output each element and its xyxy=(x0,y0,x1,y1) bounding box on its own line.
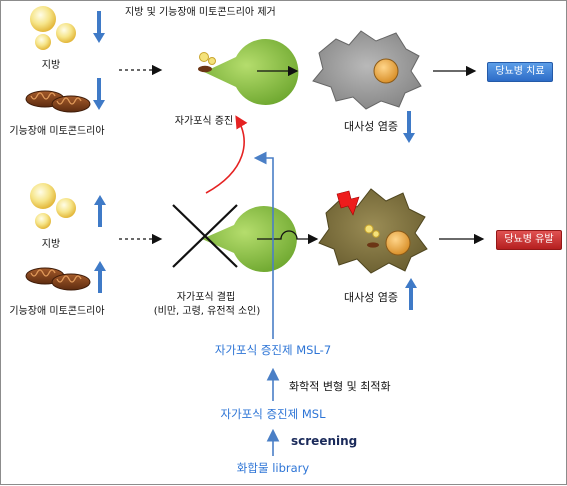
top-autophagy-pacman-icon xyxy=(198,39,299,105)
top-autophagy-label: 자가포식 증진 xyxy=(174,116,234,127)
top-removal-note: 지방 및 기능장애 미토콘드리아 제거 xyxy=(125,7,276,18)
bottom-mito-label: 기능장애 미토콘드리아 xyxy=(9,306,105,317)
msl-label: 자가포식 증진제 MSL xyxy=(220,407,326,421)
optimization-label: 화학적 변형 및 최적화 xyxy=(289,380,391,393)
top-decrease-arrow-2 xyxy=(93,78,105,110)
disease-badge: 당뇨병 유발 xyxy=(496,230,562,250)
top-decrease-arrow-1 xyxy=(93,11,105,43)
top-cell-icon xyxy=(312,30,422,110)
bottom-mitochondria-icon xyxy=(25,267,91,291)
bottom-autophagy-causes: (비만, 고령, 유전적 소인) xyxy=(153,306,261,317)
bottom-arrow-to-cell xyxy=(257,230,319,245)
msl7-label: 자가포식 증진제 MSL-7 xyxy=(214,343,332,357)
lightning-bolt-icon xyxy=(336,190,360,216)
bottom-cell-icon xyxy=(318,188,428,274)
top-mitochondria-icon xyxy=(25,90,91,113)
msl7-feedback-line xyxy=(253,151,274,339)
screening-label: screening xyxy=(291,434,358,448)
red-curve-arrow xyxy=(205,115,248,194)
inflammation-increase-arrow xyxy=(405,278,417,310)
compound-library-label: 화합물 library xyxy=(236,461,310,475)
bottom-fat-label: 지방 xyxy=(41,239,61,250)
top-fat-droplets-icon xyxy=(30,6,76,50)
bottom-inflammation-label: 대사성 염증 xyxy=(343,291,399,304)
top-mito-label: 기능장애 미토콘드리아 xyxy=(9,126,105,137)
top-fat-label: 지방 xyxy=(41,60,61,71)
bottom-increase-arrow-1 xyxy=(94,195,106,227)
bottom-fat-droplets-icon xyxy=(30,183,76,229)
bottom-autophagy-label: 자가포식 결핍 xyxy=(176,292,236,303)
inflammation-decrease-arrow xyxy=(403,111,415,143)
top-inflammation-label: 대사성 염증 xyxy=(343,120,399,133)
treatment-badge: 당뇨병 치료 xyxy=(487,62,553,82)
bottom-increase-arrow-2 xyxy=(94,261,106,293)
